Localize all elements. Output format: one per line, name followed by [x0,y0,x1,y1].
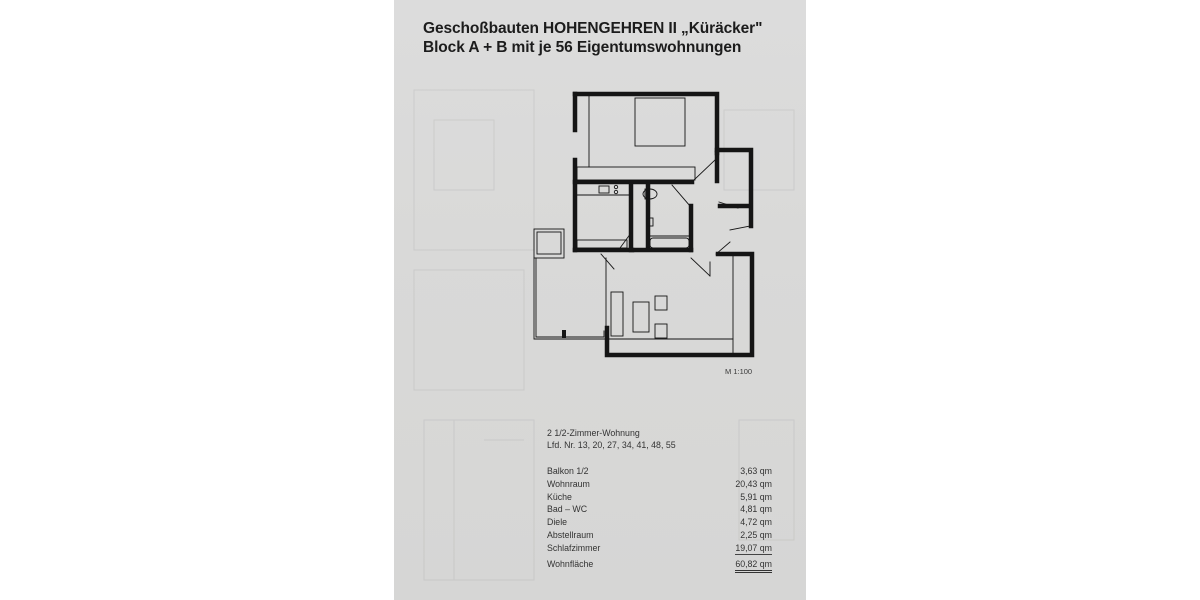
room-name: Diele [547,517,568,528]
room-name: Küche [547,491,572,502]
floor-plan-drawing [533,91,755,358]
area-row: Diele 4,72 qm [547,516,772,529]
unit-info: 2 1/2-Zimmer-Wohnung Lfd. Nr. 13, 20, 27… [547,427,676,451]
area-row: Balkon 1/2 3,63 qm [547,465,772,478]
room-name: Abstellraum [547,529,594,540]
room-area: 19,07 qm [735,542,772,555]
room-area: 4,81 qm [740,504,772,515]
unit-numbers: Lfd. Nr. 13, 20, 27, 34, 41, 48, 55 [547,440,676,450]
total-area: 60,82 qm [735,558,772,573]
area-table: Balkon 1/2 3,63 qm Wohnraum 20,43 qm Küc… [547,465,772,573]
room-name: Bad – WC [547,504,588,515]
area-row: Küche 5,91 qm [547,491,772,504]
room-area: 3,63 qm [740,466,772,476]
room-name: Balkon 1/2 [547,466,589,476]
room-area: 4,72 qm [740,517,772,528]
total-label: Wohnfläche [547,558,594,569]
scale-label: M 1:100 [725,367,753,376]
room-area: 20,43 qm [735,478,772,489]
area-row: Abstellraum 2,25 qm [547,529,772,542]
show-through-background [413,89,795,581]
room-area: 2,25 qm [740,529,772,540]
room-name: Schlafzimmer [547,542,601,553]
title-line-1: Geschoßbauten HOHENGEHREN II „Küräcker" [423,20,763,37]
room-name: Wohnraum [547,478,590,489]
floor-plan-sheet: Geschoßbauten HOHENGEHREN II „Küräcker" … [394,0,806,600]
document-title: Geschoßbauten HOHENGEHREN II „Küräcker" … [423,19,762,57]
unit-type: 2 1/2-Zimmer-Wohnung [547,428,640,438]
exterior-walls [572,91,755,358]
room-area: 5,91 qm [740,491,772,502]
interior-lines [533,95,751,354]
area-row: Wohnraum 20,43 qm [547,478,772,491]
area-row: Bad – WC 4,81 qm [547,503,772,516]
area-row: Schlafzimmer 19,07 qm [547,542,772,555]
total-area-row: Wohnfläche 60,82 qm [547,558,772,573]
title-line-2: Block A + B mit je 56 Eigentumswohnungen [423,39,742,56]
